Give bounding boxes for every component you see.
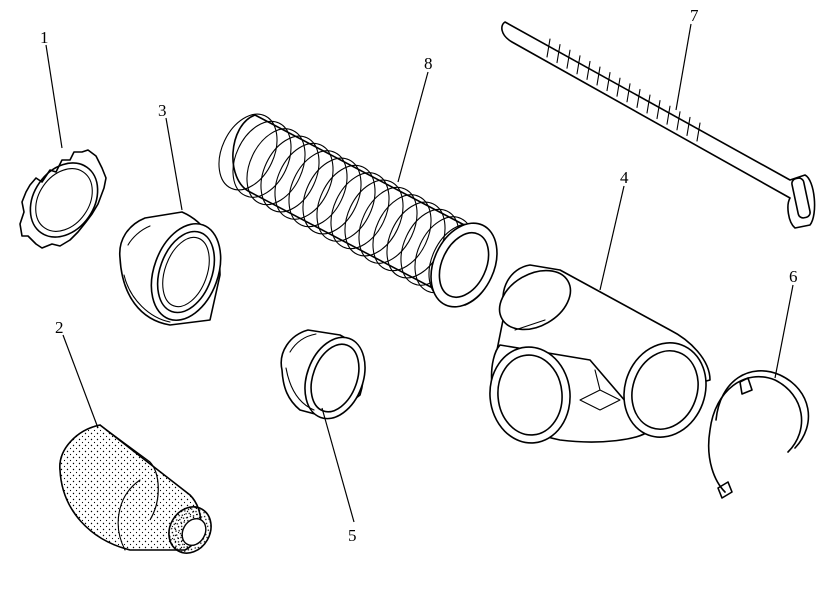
tie-tooth [666, 105, 671, 125]
conduit-rib [274, 142, 334, 220]
leader-4 [599, 185, 625, 291]
conduit-rib [372, 194, 432, 272]
leader-8 [397, 71, 429, 183]
part-8-corrugated-conduit [218, 113, 498, 308]
part-1-locknut [19, 149, 107, 249]
callout-2: 2 [55, 318, 64, 337]
callout-6: 6 [789, 267, 798, 286]
tie-tooth [546, 38, 551, 58]
tie-tooth [656, 100, 661, 120]
leader-3 [165, 117, 183, 211]
leader-2 [62, 334, 99, 429]
tie-tooth [636, 88, 641, 108]
conduit-rib [246, 128, 306, 206]
leader-7 [675, 23, 692, 111]
conduit-rib [218, 113, 278, 191]
leader-1 [45, 44, 63, 149]
callout-4: 4 [620, 168, 629, 187]
callout-1: 1 [40, 28, 49, 47]
conduit-rib [302, 157, 362, 235]
tie-tooth [626, 83, 631, 103]
tie-tooth [676, 111, 681, 131]
part-5-coupling [280, 329, 366, 420]
leader-5 [321, 407, 355, 523]
conduit-rib [358, 186, 418, 264]
tie-tooth [556, 44, 561, 64]
tie-tooth [646, 94, 651, 114]
callout-labels: 1 2 3 4 5 6 7 8 [40, 6, 798, 545]
callout-3: 3 [158, 101, 167, 120]
conduit-rib [232, 120, 292, 198]
tie-tooth [686, 116, 691, 136]
tie-tooth [616, 77, 621, 97]
part-2-boot [59, 424, 212, 554]
conduit-rib [344, 179, 404, 257]
callout-leaders [45, 23, 794, 523]
part-7-cable-tie [501, 21, 816, 229]
part-3-connector [119, 211, 222, 326]
tie-tooth [596, 66, 601, 86]
conduit-rib [316, 164, 376, 242]
conduit-rib [288, 150, 348, 228]
tie-tooth [576, 55, 581, 75]
conduit-rib [330, 172, 390, 250]
leader-6 [774, 284, 794, 379]
callout-7: 7 [690, 6, 699, 25]
part-4-tee-fitting [489, 264, 711, 444]
tie-tooth [606, 72, 611, 92]
callout-5: 5 [348, 526, 357, 545]
callout-8: 8 [424, 54, 433, 73]
conduit-rib [260, 135, 320, 213]
tie-tooth [566, 49, 571, 69]
tie-tooth [586, 60, 591, 80]
part-6-snap-ring [707, 370, 810, 499]
tie-tooth [696, 122, 701, 142]
